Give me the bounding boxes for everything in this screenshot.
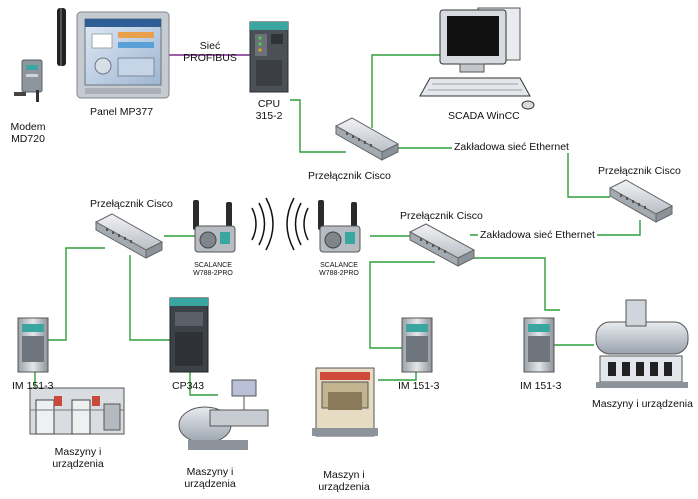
im-module-3 (523, 317, 555, 373)
industrial-machine-icon (29, 299, 689, 450)
scalance-right (318, 200, 361, 253)
im-module-1 (17, 317, 49, 373)
scalance-left-label: SCALANCE W788-2PRO (188, 262, 238, 278)
machines-3-label: Maszyn i urządzenia (310, 469, 378, 493)
cpu-label-line2: 315-2 (255, 110, 283, 122)
switch-left-label: Przełącznik Cisco (90, 198, 173, 210)
link-cp343-machine2 (189, 372, 218, 396)
cp343-module-icon (169, 297, 209, 373)
machines-1-label-line2: urządzenia (52, 458, 104, 470)
switch-mid-label: Przełącznik Cisco (400, 210, 483, 222)
network-switch-icon (94, 117, 674, 267)
panel-label: Panel MP377 (90, 106, 154, 118)
switch-top-label: Przełącznik Cisco (308, 170, 391, 182)
machine-4 (595, 299, 689, 388)
machines-2-label-line1: Maszyny i (186, 466, 234, 478)
radio-waves-icon (251, 197, 309, 251)
link-switch-mid-im2 (369, 261, 435, 349)
machine-3 (312, 367, 378, 437)
modem-label-line1: Modem (10, 121, 46, 133)
ethernet-label-top: Zakładowa sieć Ethernet (452, 141, 571, 153)
modem-label-line2: MD720 (11, 133, 45, 145)
desktop-computer-icon (419, 7, 535, 110)
im2-label: IM 151-3 (398, 380, 440, 392)
im1-label: IM 151-3 (12, 380, 54, 392)
link-switch-left-cp343 (129, 255, 170, 341)
cpu-label-line1: CPU (257, 98, 281, 110)
link-switch-top-switch-right (396, 147, 610, 198)
scalance-right-label-line2: W788-2PRO (319, 270, 359, 277)
im3-label: IM 151-3 (520, 380, 562, 392)
machines-2-label-line2: urządzenia (184, 478, 236, 490)
switch-mid (408, 223, 476, 267)
link-switch-top-scada (371, 54, 440, 128)
link-switch-mid-im3 (470, 257, 560, 311)
wireless-access-point-icon (193, 197, 361, 253)
remote-io-module-icon (17, 317, 555, 373)
touch-panel-icon (76, 11, 170, 99)
modem-label: Modem MD720 (8, 121, 48, 145)
machines-3-label-line2: urządzenia (318, 481, 370, 493)
profibus-label: Sieć PROFIBUS (182, 40, 238, 64)
link-switch-left-im1 (48, 247, 105, 341)
scalance-left-label-line2: W788-2PRO (193, 270, 233, 277)
profibus-label-line1: Sieć (199, 40, 221, 52)
ethernet-label-mid: Zakładowa sieć Ethernet (478, 229, 597, 241)
modem-icon (14, 8, 66, 102)
machine-1 (29, 387, 125, 435)
scalance-left-label-line1: SCALANCE (194, 262, 232, 269)
machines-4-label: Maszyny i urządzenia (592, 398, 693, 410)
switch-left (94, 213, 164, 259)
link-im2-machine3 (378, 372, 417, 381)
machines-2-label: Maszyny i urządzenia (176, 466, 244, 490)
switch-right (608, 179, 674, 223)
scalance-left (193, 200, 236, 253)
scada-label: SCADA WinCC (448, 110, 520, 122)
plc-cpu-icon (249, 21, 289, 93)
im-module-2 (401, 317, 433, 373)
machines-1-label-line1: Maszyny i (54, 446, 102, 458)
link-cpu-switch-top (290, 99, 346, 153)
machines-1-label: Maszyny i urządzenia (44, 446, 112, 470)
switch-right-label: Przełącznik Cisco (598, 165, 681, 177)
profibus-label-line2: PROFIBUS (183, 52, 237, 64)
cp343-label: CP343 (172, 380, 205, 392)
machines-3-label-line1: Maszyn i (323, 469, 365, 481)
switch-top (334, 117, 400, 161)
scalance-right-label: SCALANCE W788-2PRO (314, 262, 364, 278)
machine-2 (178, 379, 269, 450)
cpu-label: CPU 315-2 (250, 98, 288, 122)
scalance-right-label-line1: SCALANCE (320, 262, 358, 269)
